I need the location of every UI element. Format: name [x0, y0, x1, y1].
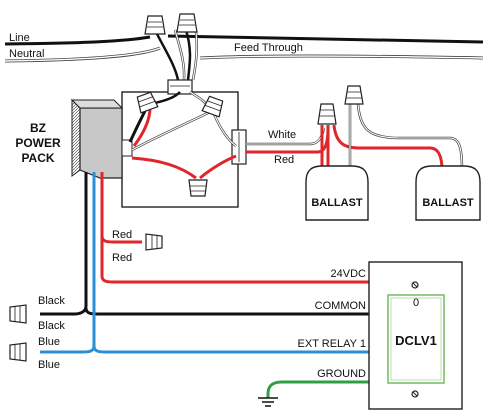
low-voltage-wires	[40, 172, 370, 398]
screw-icon	[411, 281, 419, 289]
line-feed-wires	[4, 29, 483, 81]
ballast-feed-wires	[246, 103, 464, 171]
wire-nut-icon	[317, 103, 337, 125]
feed-through-label: Feed Through	[234, 42, 303, 54]
device-label: DCLV1	[395, 333, 437, 348]
ballast-1: BALLAST	[305, 165, 369, 221]
wire-nut-icon	[9, 342, 27, 362]
black-upper-label: Black	[38, 295, 65, 307]
ballast-2: BALLAST	[415, 165, 481, 221]
wire-nut-icon	[136, 91, 159, 114]
screw-icon	[411, 390, 419, 398]
box-internal-wires	[128, 90, 237, 180]
wire-nut-icon	[344, 85, 364, 105]
box-knockout-right	[231, 129, 247, 165]
red-upper-label: Red	[112, 229, 132, 241]
vdc-label: 24VDC	[331, 268, 367, 280]
red-lower-label: Red	[112, 252, 132, 264]
black-lower-label: Black	[38, 320, 65, 332]
power-pack-label-line1: BZ	[30, 121, 46, 135]
ballast-2-label: BALLAST	[422, 197, 474, 209]
wire-nut-icon	[144, 15, 166, 35]
line-label: Line	[9, 32, 30, 44]
neutral-label: Neutral	[9, 48, 44, 60]
ext-relay-label: EXT RELAY 1	[298, 338, 366, 350]
blue-lower-label: Blue	[38, 359, 60, 371]
box-knockout-top	[167, 79, 193, 95]
power-pack-label-line2: POWER	[15, 136, 61, 150]
red-wire-label: Red	[274, 154, 294, 166]
wire-nut-icon	[9, 304, 27, 324]
power-pack	[70, 98, 133, 179]
wire-nut-icon	[201, 95, 224, 118]
ground-symbol-icon	[258, 397, 278, 407]
wire-nut-icon	[145, 233, 163, 251]
wire-nut-icon	[188, 179, 208, 197]
ground-label: GROUND	[317, 368, 366, 380]
common-label: COMMON	[315, 300, 366, 312]
power-pack-label-line3: PACK	[21, 151, 54, 165]
wire-nut-icon	[176, 13, 198, 33]
switch-position-label: 0	[413, 297, 419, 309]
ballast-1-label: BALLAST	[311, 197, 363, 209]
blue-upper-label: Blue	[38, 336, 60, 348]
white-wire-label: White	[268, 129, 296, 141]
dclv1-switch: 0 DCLV1	[368, 261, 463, 410]
